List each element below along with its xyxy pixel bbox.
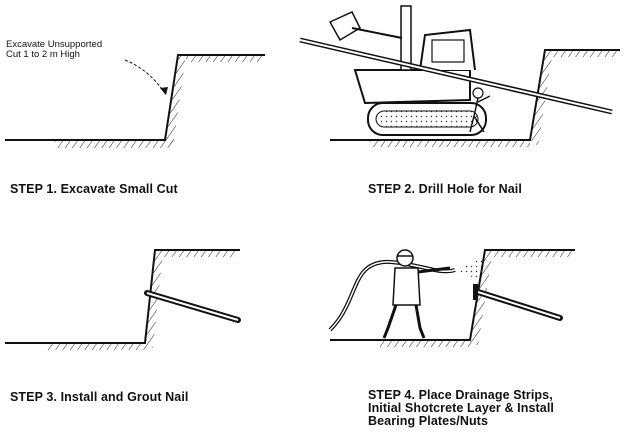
panel-1-annotation-line-2: Cut 1 to 2 m High: [6, 49, 80, 60]
drill-rig-cab-window: [431, 39, 465, 63]
drill-rod-core: [299, 39, 613, 113]
panel-4-top-hatch: [493, 251, 573, 257]
worker-head: [396, 249, 414, 267]
step-4-caption-line-1: STEP 4. Place Drainage Strips,: [368, 388, 553, 402]
operator-head: [472, 87, 484, 99]
worker-legs: [382, 304, 426, 339]
panel-3-cut-profile: [5, 249, 240, 344]
bearing-plate: [473, 284, 478, 300]
panel-4-soil-nail-bar: [477, 291, 561, 319]
drill-rig-mast: [400, 5, 412, 71]
worker-body: [392, 267, 421, 306]
panel-1-leader-line: [124, 59, 167, 96]
panel-1-face-hatch: [165, 55, 186, 146]
panel-1-annotation-line-1: Excavate Unsupported: [6, 39, 103, 50]
drill-rig-track-tread: [375, 110, 479, 128]
arrow-head-icon: [160, 87, 168, 95]
panel-4-floor-hatch: [380, 341, 472, 347]
drill-rig-arm-link: [351, 27, 403, 39]
panel-3-face-hatch: [145, 250, 163, 348]
panel-1-excavation: [5, 54, 265, 148]
operator-body: [469, 95, 491, 133]
panel-1-cut-profile: [5, 54, 265, 141]
shotcrete-hose: [328, 259, 456, 332]
drill-rig-arm: [328, 11, 361, 42]
step-4-caption-line-3: Bearing Plates/Nuts: [368, 414, 488, 428]
panel-4-shotcrete: [328, 249, 575, 347]
panel-3-floor-hatch: [45, 344, 150, 350]
worker-arm: [417, 266, 451, 274]
panel-4-cut-profile: [330, 249, 575, 341]
panel-3-nail-install: [5, 249, 241, 350]
panel-1-floor-hatch: [55, 141, 173, 148]
panel-2-top-hatch: [553, 51, 619, 57]
step-1-caption: STEP 1. Excavate Small Cut: [10, 182, 178, 196]
panel-3-top-hatch: [163, 251, 238, 257]
panel-2-drilling: [299, 5, 620, 147]
drill-rig-cab: [419, 28, 476, 71]
panel-1-top-hatch: [186, 56, 262, 62]
soil-nail-bar: [146, 292, 239, 321]
step-4-caption-line-2: Initial Shotcrete Layer & Install: [368, 401, 554, 415]
shotcrete-spray: [455, 258, 484, 282]
panel-4-face-hatch: [470, 250, 493, 346]
step-3-caption: STEP 3. Install and Grout Nail: [10, 390, 189, 404]
step-2-caption: STEP 2. Drill Hole for Nail: [368, 182, 522, 196]
panel-2-floor-hatch: [370, 141, 530, 147]
